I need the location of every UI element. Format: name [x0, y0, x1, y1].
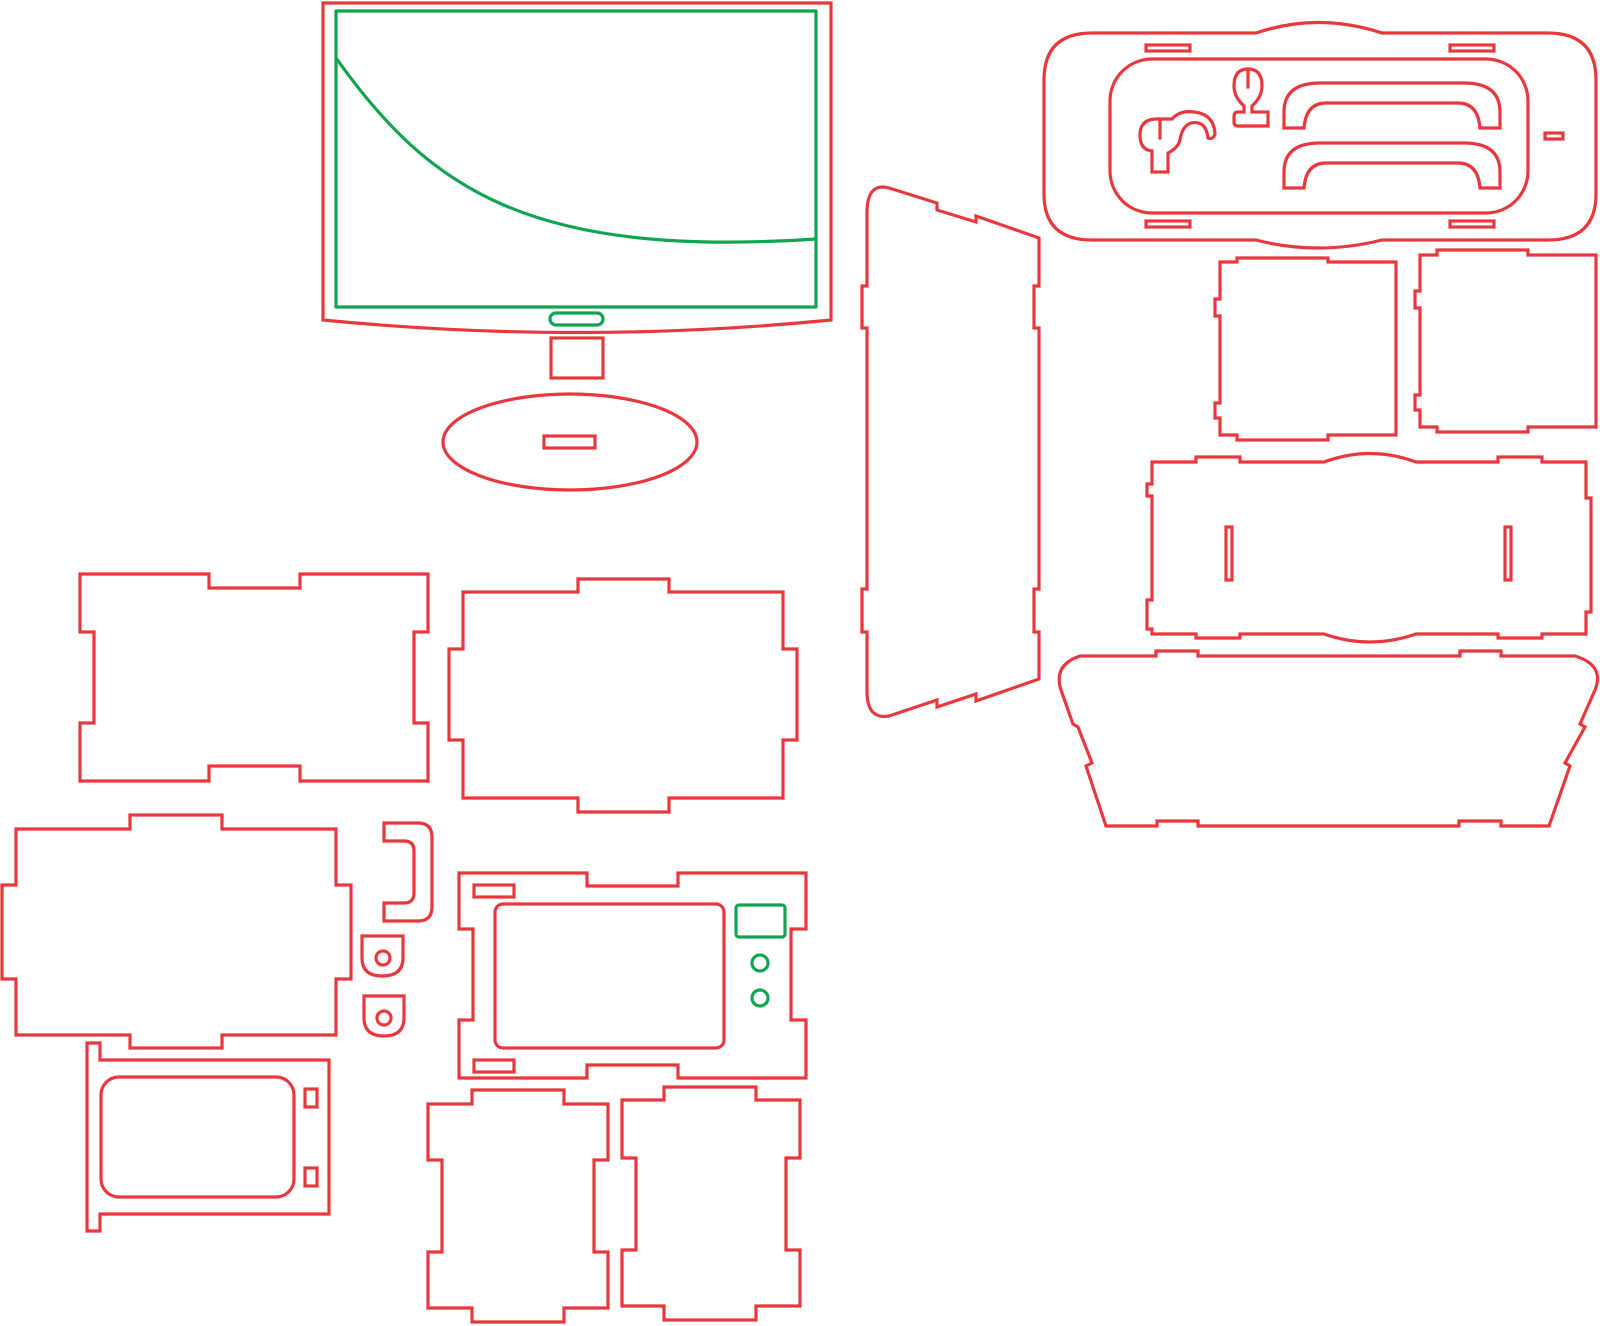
door-slot-upper: [303, 1087, 319, 1109]
hinge-hole-upper: [374, 949, 392, 967]
tray-inner-cavity: [1108, 57, 1530, 215]
door-slot-lower: [303, 1166, 319, 1188]
square-panel-left: [1213, 256, 1398, 442]
appliance-display: [734, 903, 787, 939]
monitor-parts: [321, 1, 833, 492]
hinge-hole-lower: [375, 1009, 393, 1027]
box-panel-middle-left: [0, 813, 353, 1050]
hinge-tab-lower: [362, 994, 406, 1038]
screen-reflection-curve: [334, 56, 818, 244]
box-panel-bottom-right: [620, 1085, 802, 1322]
monitor-button: [548, 311, 605, 327]
stand-base-slot: [542, 434, 597, 450]
tray-slot-top-left: [1144, 43, 1192, 53]
tall-side-panel: [860, 185, 1041, 719]
tray-peg-part: [1232, 67, 1270, 128]
door-window: [99, 1075, 296, 1199]
tray-parts: [1042, 20, 1598, 250]
appliance-slot-top: [472, 883, 516, 899]
wide-panel-slot-left: [1224, 525, 1234, 582]
small-handle-part: [382, 821, 434, 923]
square-panel-right: [1413, 248, 1598, 434]
box-panel-upper-middle: [447, 577, 799, 814]
tray-slot-top-right: [1448, 43, 1496, 53]
box-panel-bottom-left: [426, 1088, 610, 1324]
trapezoid-panel: [1057, 649, 1600, 828]
tray-handle-upper: [1282, 81, 1502, 130]
appliance-front-outline: [457, 871, 808, 1080]
box-panel-upper-left: [78, 572, 430, 783]
monitor-stand-base: [441, 392, 699, 492]
tray-slot-bottom-right: [1448, 219, 1496, 229]
wide-panel-slot-right: [1503, 525, 1513, 582]
appliance-front-panel: [457, 871, 808, 1080]
tray-outer-panel: [1042, 20, 1598, 250]
appliance-window: [493, 902, 726, 1050]
wide-panel-right: [1145, 451, 1593, 644]
monitor-screen: [334, 9, 818, 309]
monitor-frame: [321, 1, 833, 335]
door-panel: [85, 1041, 331, 1233]
tray-slot-side: [1543, 131, 1565, 141]
tray-hook-part: [1138, 110, 1217, 174]
monitor-neck: [549, 336, 605, 380]
tray-handle-lower: [1282, 141, 1502, 190]
tray-slot-bottom-left: [1144, 219, 1192, 229]
appliance-slot-bottom: [472, 1058, 516, 1074]
appliance-knob-lower: [750, 988, 770, 1008]
appliance-knob-upper: [750, 953, 770, 973]
hinge-tab-upper: [360, 934, 405, 978]
